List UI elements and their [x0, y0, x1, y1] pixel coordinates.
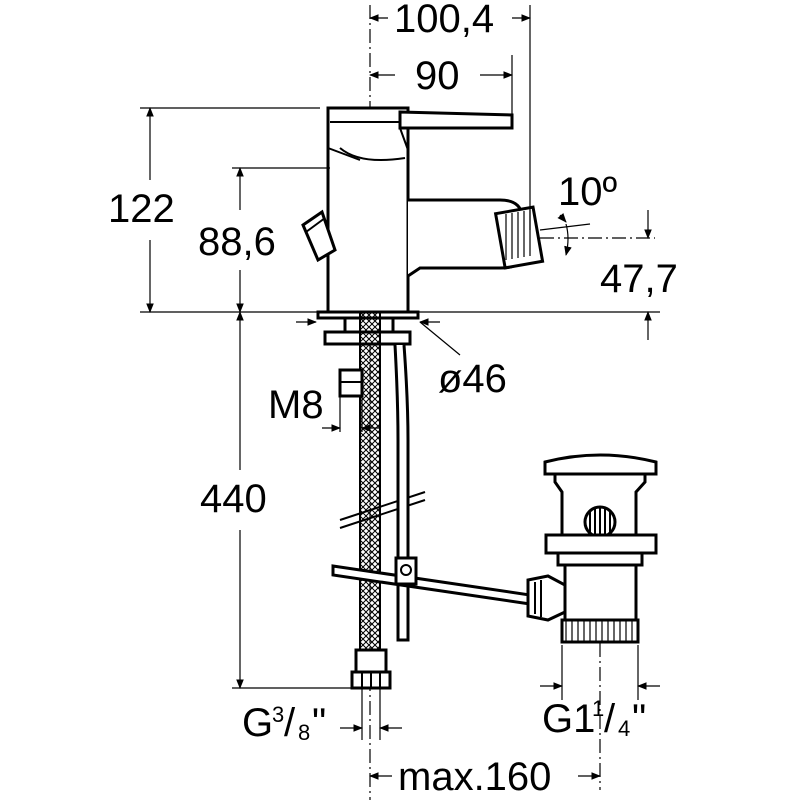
dim-width-total: 100,4	[369, 0, 531, 230]
dim-waste-thread-main: G1	[542, 697, 595, 741]
dim-hose-thread-den: 8	[298, 720, 310, 745]
dim-hose-thread-quote: "	[312, 701, 326, 745]
supply-hose	[339, 311, 426, 690]
dim-max-distance-text: max.160	[398, 755, 551, 799]
dim-height-spout-text: 88,6	[198, 220, 276, 264]
dim-rod-thread: M8	[268, 383, 380, 432]
dim-spout-height: 47,7	[600, 210, 678, 340]
dim-diameter: ø46	[296, 318, 507, 401]
dim-hose-thread-main: G	[242, 701, 273, 745]
dim-rod-thread-text: M8	[268, 383, 324, 427]
dim-height-spout: 88,6	[198, 167, 330, 313]
dim-waste-thread-den: 4	[618, 716, 630, 741]
dim-max-distance: max.160	[369, 755, 601, 799]
dim-waste-thread-quote: "	[632, 697, 646, 741]
dim-hose-length-text: 440	[200, 477, 267, 521]
dim-width-lever: 90	[369, 54, 513, 115]
dim-angle: 10º	[539, 170, 617, 256]
dim-hose-thread-num: 3	[272, 702, 284, 727]
dim-spout-height-text: 47,7	[600, 257, 678, 301]
dim-hose-thread: G 3 / 8 "	[242, 688, 402, 745]
tap-body	[301, 106, 545, 346]
dim-height-total: 122	[108, 107, 320, 313]
dim-width-lever-text: 90	[415, 54, 460, 98]
dim-waste-thread: G1 1 / 4 "	[540, 645, 660, 741]
dim-waste-thread-num: 1	[592, 696, 604, 721]
dim-angle-text: 10º	[558, 170, 617, 214]
dim-hose-thread-slash: /	[284, 701, 296, 745]
dim-height-total-text: 122	[108, 187, 175, 231]
pop-up-rod	[331, 344, 532, 642]
dim-hose-length: 440	[200, 311, 356, 689]
dim-waste-thread-slash: /	[604, 697, 616, 741]
dim-diameter-text: ø46	[438, 357, 507, 401]
pop-up-waste	[526, 453, 658, 644]
dim-width-total-text: 100,4	[394, 0, 494, 41]
